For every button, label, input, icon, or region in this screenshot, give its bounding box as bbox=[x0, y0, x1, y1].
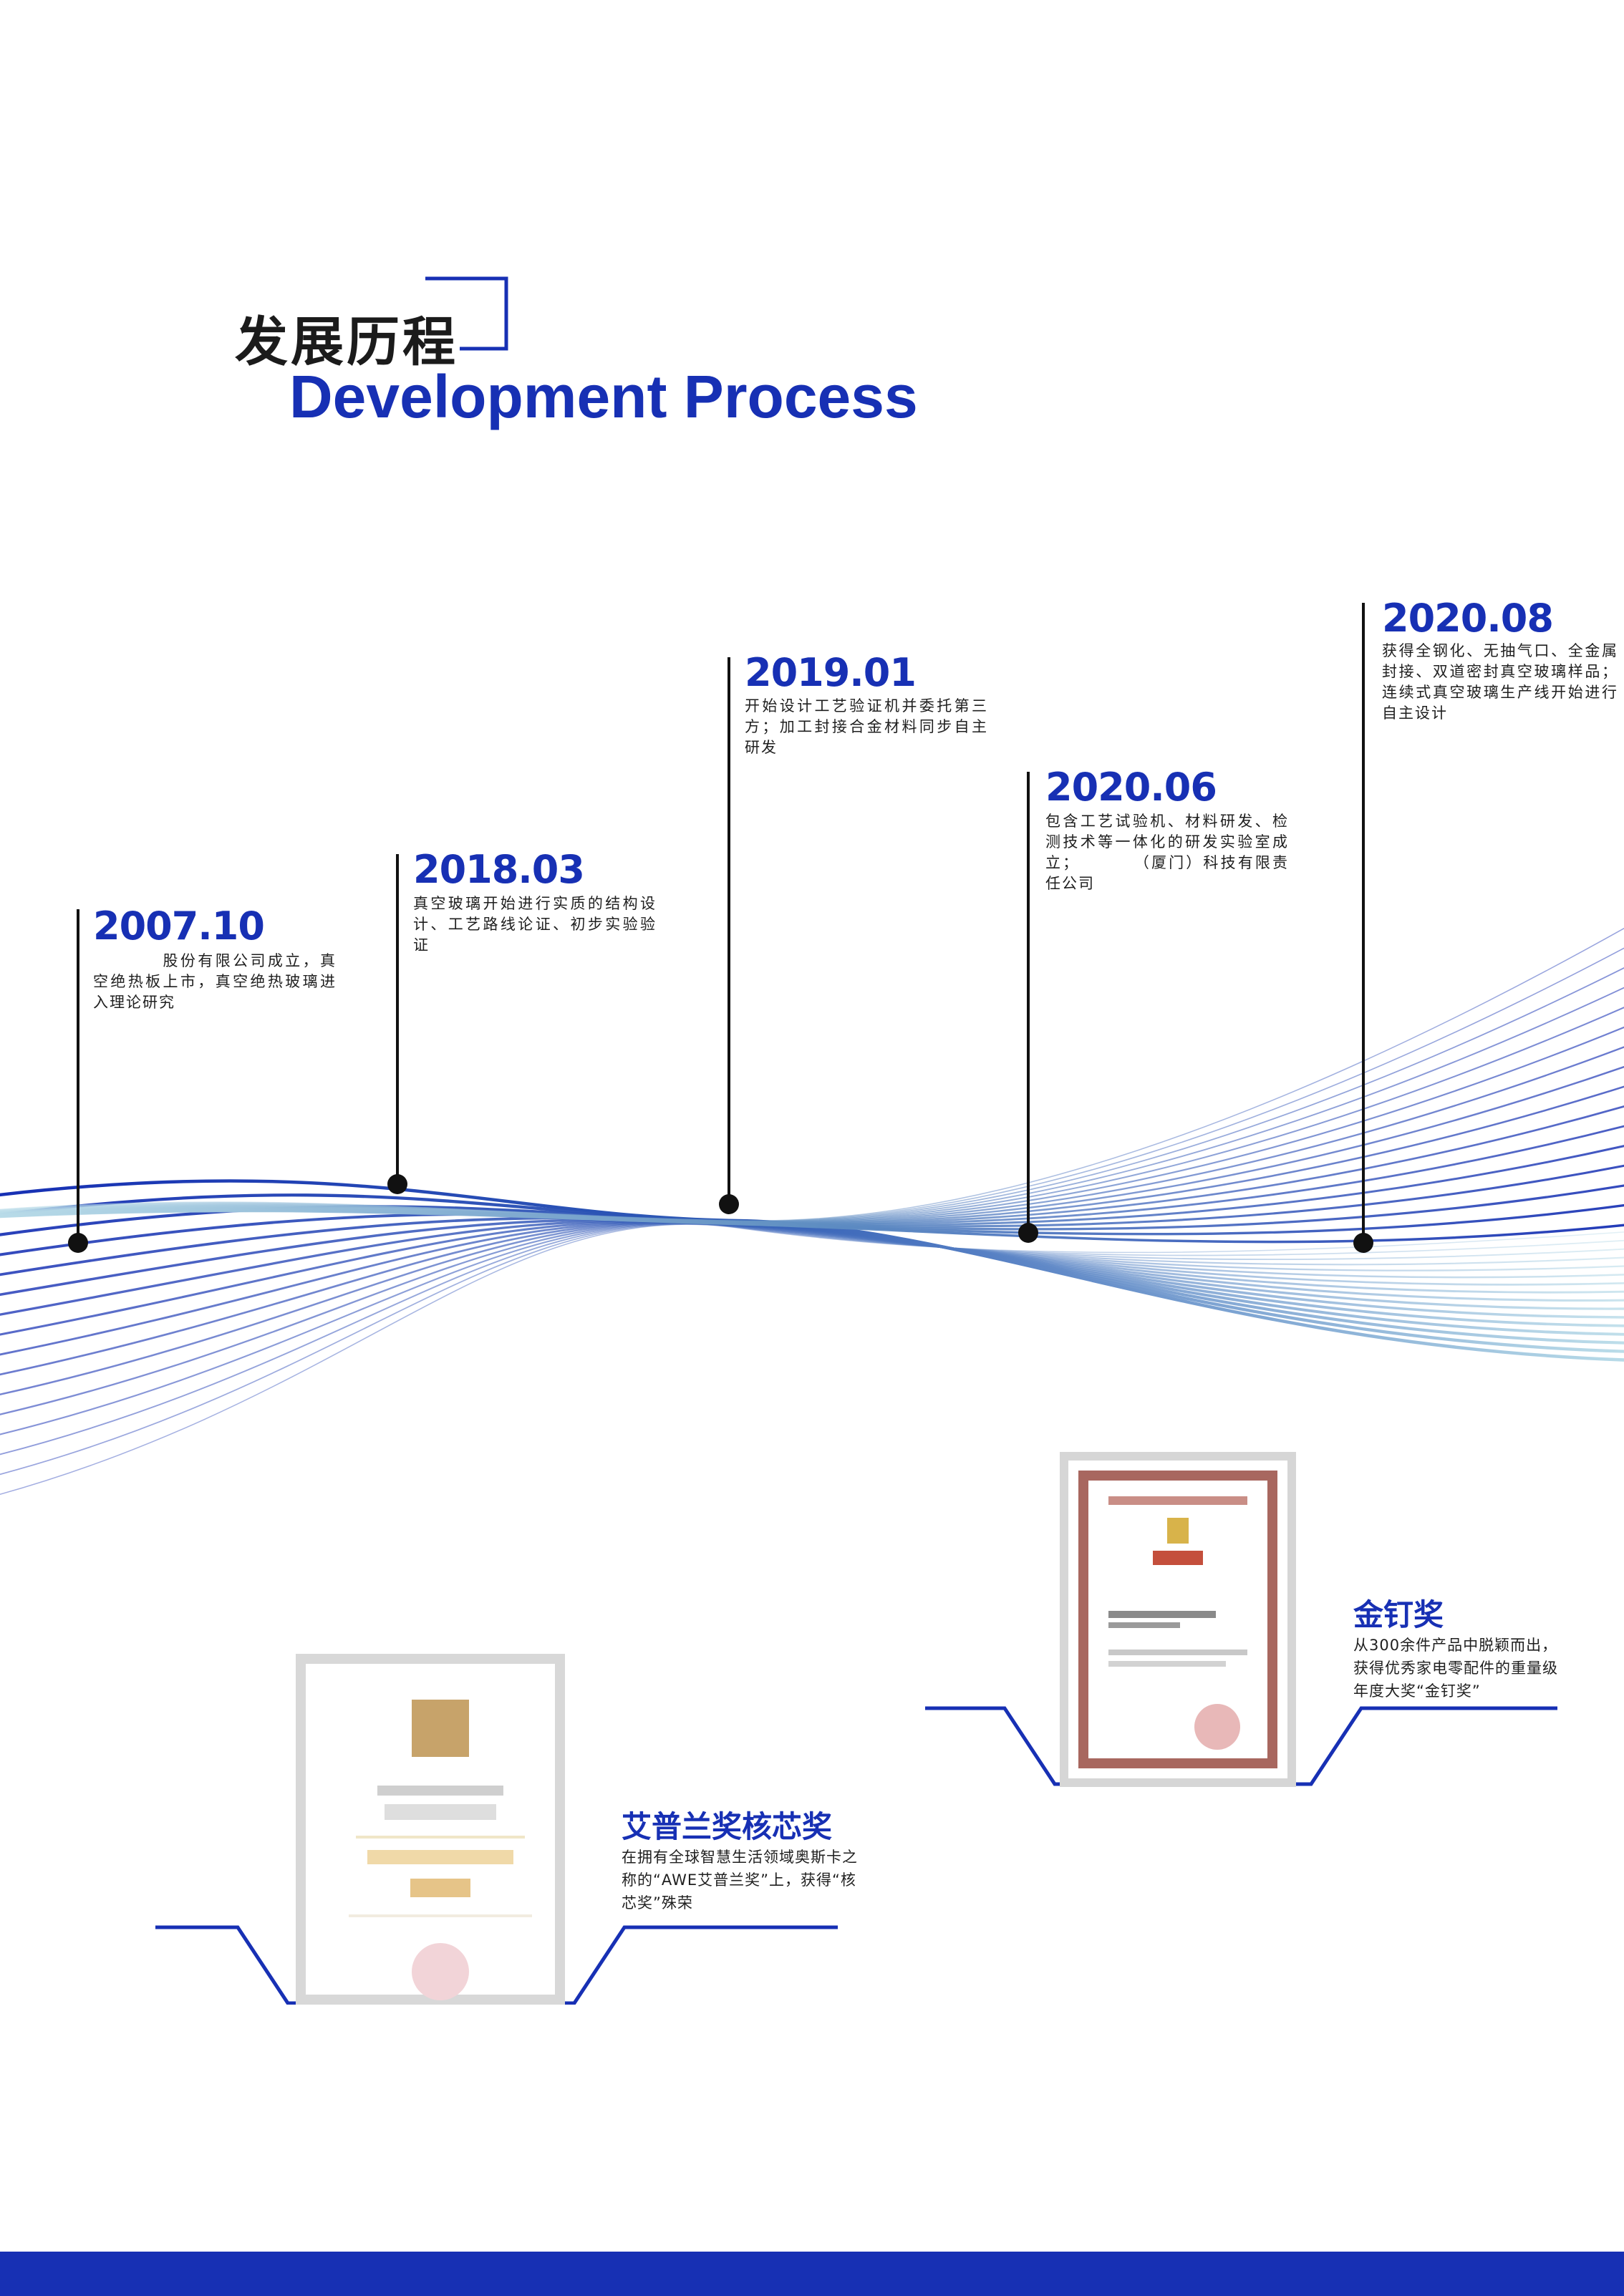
timeline-dot bbox=[1353, 1233, 1373, 1253]
timeline-stem bbox=[396, 854, 399, 1187]
award-certificate-icon bbox=[296, 1654, 565, 2005]
milestone-text: 真空玻璃开始进行实质的结构设计、工艺路线论证、初步实验验证 bbox=[413, 895, 657, 954]
award-text: 从300余件产品中脱颖而出，获得优秀家电零配件的重量级年度大奖“金钉奖” bbox=[1353, 1637, 1558, 1700]
milestone-text: 包含工艺试验机、材料研发、检测技术等一体化的研发实验室成立； （厦门）科技有限责… bbox=[1045, 813, 1289, 892]
timeline-stem bbox=[728, 657, 730, 1204]
milestone-year: 2007.10 bbox=[93, 904, 265, 949]
milestone-year: 2018.03 bbox=[413, 847, 585, 892]
timeline-dot bbox=[719, 1194, 739, 1214]
milestone-text: 股份有限公司成立，真空绝热板上市，真空绝热玻璃进入理论研究 bbox=[93, 952, 337, 1011]
milestone-year: 2019.01 bbox=[745, 650, 917, 695]
wave-line bbox=[0, 1224, 1624, 1495]
timeline-dot bbox=[387, 1174, 407, 1194]
milestone-year: 2020.06 bbox=[1045, 765, 1217, 810]
timeline-stem bbox=[1027, 772, 1030, 1233]
page-title-cn: 发展历程 bbox=[235, 311, 458, 373]
wave-line bbox=[0, 1221, 1624, 1396]
page-title-en: Development Process bbox=[289, 363, 918, 430]
timeline-stem bbox=[77, 909, 79, 1246]
footer-bar bbox=[0, 2252, 1624, 2296]
wave-line bbox=[0, 1223, 1624, 1476]
milestone-text: 开始设计工艺验证机并委托第三方；加工封接合金材料同步自主研发 bbox=[745, 697, 988, 756]
wave-line bbox=[0, 1007, 1624, 1223]
title-bracket-icon bbox=[425, 276, 508, 351]
award-certificate-icon bbox=[1060, 1452, 1296, 1787]
wave-line bbox=[0, 1145, 1624, 1226]
timeline-dot bbox=[68, 1233, 88, 1253]
wave-line bbox=[0, 1065, 1624, 1224]
award-text: 在拥有全球智慧生活领域奥斯卡之称的“AWE艾普兰奖”上，获得“核芯奖”殊荣 bbox=[622, 1849, 858, 1912]
timeline-stem bbox=[1362, 603, 1365, 1243]
wave-bundle-b bbox=[0, 927, 1624, 1244]
wave-line bbox=[0, 1223, 1624, 1455]
milestone-text: 获得全钢化、无抽气口、全金属封接、双道密封真空玻璃样品；连续式真空玻璃生产线开始… bbox=[1382, 642, 1618, 722]
timeline-dot bbox=[1018, 1223, 1038, 1243]
wave-line bbox=[0, 1209, 1624, 1244]
milestone-year: 2020.08 bbox=[1382, 596, 1554, 641]
award-title: 艾普兰奖核芯奖 bbox=[622, 1809, 833, 1844]
award-title: 金钉奖 bbox=[1353, 1597, 1444, 1632]
